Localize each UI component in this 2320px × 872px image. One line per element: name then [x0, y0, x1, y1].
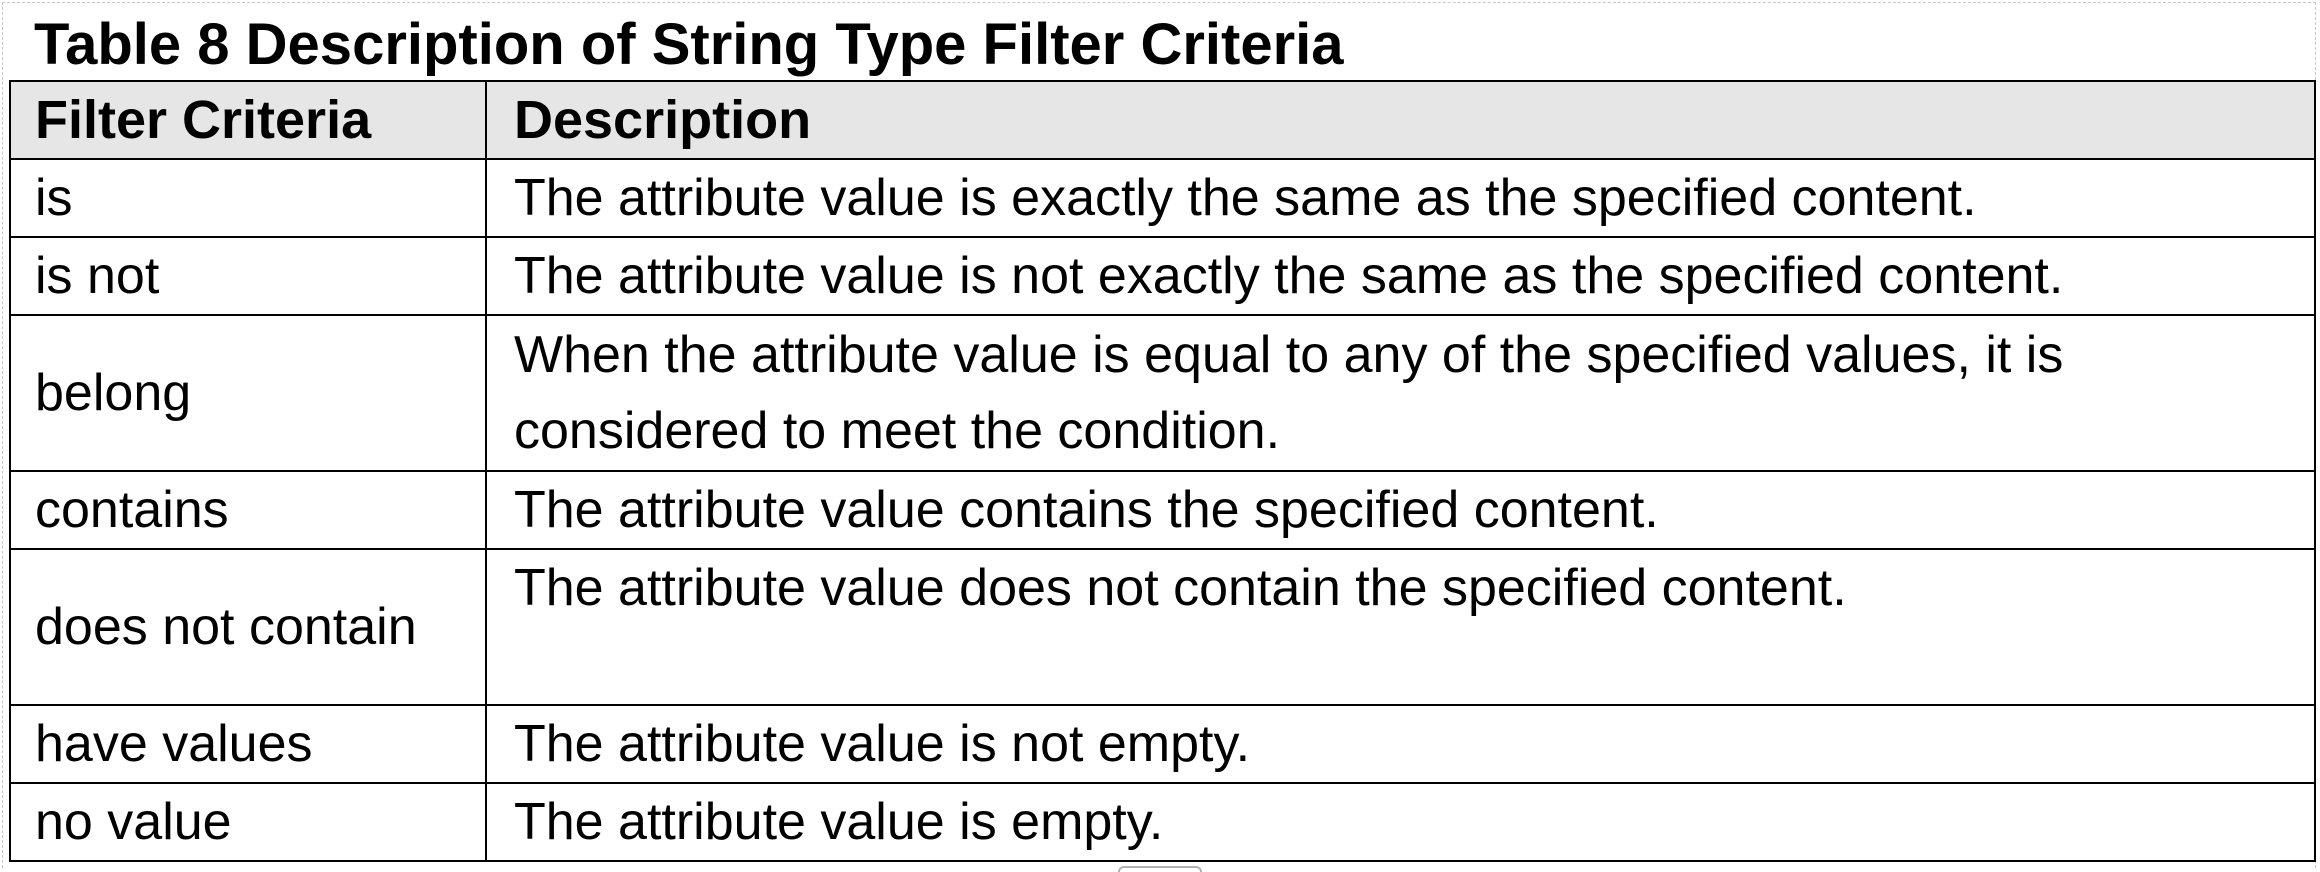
table-caption: Table 8 Description of String Type Filte…: [34, 12, 1344, 77]
description-cell: The attribute value does not contain the…: [485, 548, 2316, 706]
description-cell: The attribute value is not empty.: [485, 704, 2316, 784]
table-row: belong When the attribute value is equal…: [9, 314, 2316, 472]
description-cell: The attribute value is not exactly the s…: [485, 236, 2316, 316]
table-row: does not contain The attribute value doe…: [9, 548, 2316, 706]
criteria-cell: contains: [9, 470, 487, 550]
table-header-row: Filter Criteria Description: [9, 80, 2316, 160]
description-cell: When the attribute value is equal to any…: [485, 314, 2316, 472]
table-row: contains The attribute value contains th…: [9, 470, 2316, 550]
table-row: no value The attribute value is empty.: [9, 782, 2316, 862]
table-row: is The attribute value is exactly the sa…: [9, 158, 2316, 238]
header-filter-criteria: Filter Criteria: [9, 80, 487, 160]
page-footer-mark: [1118, 866, 1202, 872]
criteria-cell: belong: [9, 314, 487, 472]
description-cell: The attribute value is exactly the same …: [485, 158, 2316, 238]
criteria-cell: is not: [9, 236, 487, 316]
description-cell: The attribute value contains the specifi…: [485, 470, 2316, 550]
table-row: have values The attribute value is not e…: [9, 704, 2316, 784]
criteria-cell: does not contain: [9, 548, 487, 706]
criteria-cell: is: [9, 158, 487, 238]
table-row: is not The attribute value is not exactl…: [9, 236, 2316, 316]
filter-criteria-table: Filter Criteria Description is The attri…: [9, 80, 2316, 862]
criteria-cell: no value: [9, 782, 487, 862]
description-cell: The attribute value is empty.: [485, 782, 2316, 862]
criteria-cell: have values: [9, 704, 487, 784]
header-description: Description: [485, 80, 2316, 160]
